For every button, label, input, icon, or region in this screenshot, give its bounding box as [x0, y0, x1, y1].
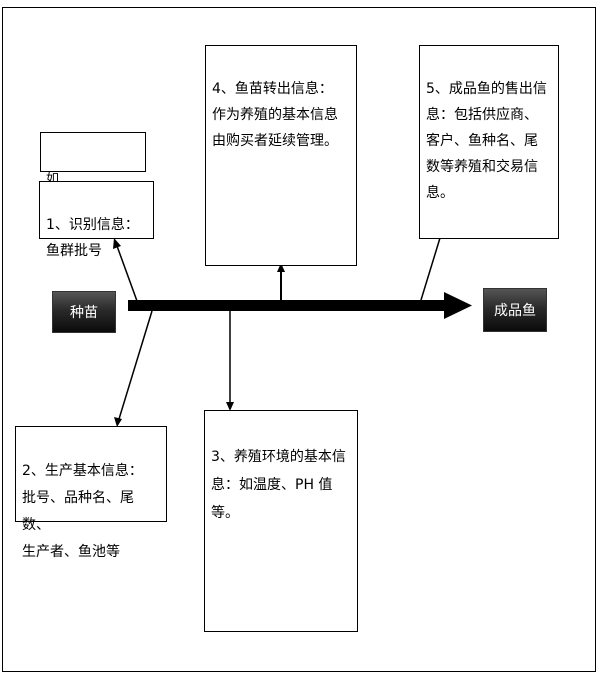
- info-box-3: 3、养殖环境的基本信 息：如温度、PH 值等。: [204, 410, 358, 632]
- code-label-box: 如tnk02040021: [40, 132, 146, 217]
- branch-arrowhead-info4: [277, 263, 285, 272]
- info-box-5: 5、成品鱼的售出信 息：包括供应商、 客户、鱼种名、尾 数等养殖和交易信 息。: [419, 45, 559, 239]
- node-finished-fish-label: 成品鱼: [494, 303, 536, 319]
- node-seedling-label: 种苗: [70, 305, 98, 321]
- main-spine-arrow: [128, 300, 446, 311]
- info-box-4: 4、鱼苗转出信息： 作为养殖的基本信息 由购买者延续管理。: [205, 45, 357, 266]
- branch-line-info5: [420, 237, 441, 301]
- branch-arrowhead-info1: [113, 238, 121, 249]
- info-box-1: 1、识别信息： 鱼群批号: [39, 181, 154, 259]
- info-box-5-text: 5、成品鱼的售出信 息：包括供应商、 客户、鱼种名、尾 数等养殖和交易信 息。: [426, 81, 547, 201]
- info-box-2-text: 2、生产基本信息： 批号、品种名、尾数、 生产者、鱼池等: [22, 463, 143, 560]
- diagram-frame: [2, 7, 596, 672]
- branch-line-info1: [116, 245, 138, 302]
- branch-line-info2: [118, 310, 153, 420]
- branch-arrowhead-info3: [226, 402, 234, 411]
- node-seedling: 种苗: [52, 291, 116, 333]
- info-box-4-text: 4、鱼苗转出信息： 作为养殖的基本信息 由购买者延续管理。: [212, 81, 338, 149]
- main-arrowhead: [444, 292, 472, 319]
- info-box-1-text: 1、识别信息： 鱼群批号: [46, 217, 139, 259]
- node-finished-fish: 成品鱼: [483, 288, 547, 332]
- branch-arrowhead-info2: [114, 417, 122, 427]
- info-box-2: 2、生产基本信息： 批号、品种名、尾数、 生产者、鱼池等: [15, 426, 167, 560]
- info-box-3-text: 3、养殖环境的基本信 息：如温度、PH 值等。: [211, 449, 346, 521]
